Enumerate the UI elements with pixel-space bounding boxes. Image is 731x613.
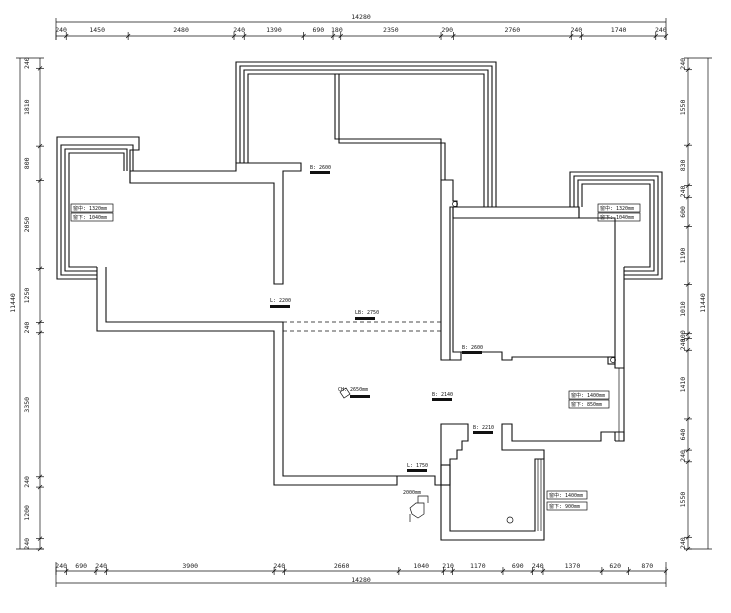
window-right-label-2: 窗下: 1040mm bbox=[600, 214, 634, 221]
water-heater-icon bbox=[409, 495, 429, 519]
top-dim-9: 2760 bbox=[504, 26, 520, 34]
window-left-label-2: 窗下: 1040mm bbox=[73, 214, 107, 221]
window-bot-label-1: 窗中: 1400mm bbox=[549, 492, 583, 499]
bottom-dim-9: 690 bbox=[512, 562, 524, 570]
window-right-label-1: 窗中: 1320mm bbox=[600, 205, 634, 212]
ceiling-fixture-icon bbox=[339, 387, 351, 399]
window-mid-label-2: 窗下: 850mm bbox=[571, 401, 602, 408]
ceiling-label: CH: 2650mm bbox=[338, 387, 368, 393]
right-dim-6: 1010 bbox=[679, 301, 687, 317]
bottom-dim-8: 1170 bbox=[470, 562, 486, 570]
beam-top-label: B: 2600 bbox=[310, 165, 331, 171]
walls bbox=[56, 61, 663, 541]
beam-bottom-label: L: 1750 bbox=[407, 463, 428, 469]
pipe-icon-2 bbox=[610, 357, 616, 363]
top-dim-12: 240 bbox=[655, 26, 667, 34]
right-dim-4: 600 bbox=[679, 206, 687, 218]
left-dim-2: 800 bbox=[23, 157, 31, 169]
left-dim-0: 240 bbox=[23, 57, 31, 69]
fixture-label: 2000mm bbox=[403, 490, 421, 496]
top-dim-4: 1390 bbox=[266, 26, 282, 34]
bottom-dim-1: 690 bbox=[75, 562, 87, 570]
top-dim-6: 180 bbox=[331, 26, 343, 34]
left-dim-7: 240 bbox=[23, 476, 31, 488]
top-dim-3: 240 bbox=[233, 26, 245, 34]
bottom-dim-6: 1040 bbox=[413, 562, 429, 570]
bottom-dim-10: 240 bbox=[532, 562, 544, 570]
beam-left-label: L: 2200 bbox=[270, 298, 291, 304]
bottom-dim-12: 620 bbox=[609, 562, 621, 570]
beam-lines bbox=[283, 321, 441, 332]
beam-mid-label: B: 2140 bbox=[432, 392, 453, 398]
bottom-dim-4: 240 bbox=[273, 562, 285, 570]
bottom-dim-0: 240 bbox=[55, 562, 67, 570]
top-dim-11: 1740 bbox=[611, 26, 627, 34]
right-dim-11: 240 bbox=[679, 450, 687, 462]
bottom-dim-13: 870 bbox=[641, 562, 653, 570]
left-dim-3: 2050 bbox=[23, 217, 31, 233]
left-dimension-chain: 11440 240 1810 800 2050 1250 240 3350 240 1200 24… bbox=[9, 57, 44, 552]
top-dim-5: 690 bbox=[312, 26, 324, 34]
right-dim-10: 640 bbox=[679, 429, 687, 441]
top-dimension-chain: 14280 240 1450 2480 240 1390 690 180 2350 290 276… bbox=[55, 13, 669, 40]
window-mid-label-1: 窗中: 1400mm bbox=[571, 392, 605, 399]
top-dim-7: 2350 bbox=[383, 26, 399, 34]
right-dim-2: 830 bbox=[679, 159, 687, 171]
window-bot-label-2: 窗下: 900mm bbox=[549, 503, 580, 510]
right-dim-1: 1550 bbox=[679, 100, 687, 116]
fixtures bbox=[339, 201, 616, 524]
left-dim-1: 1810 bbox=[23, 99, 31, 115]
beam-lower-label: B: 2210 bbox=[473, 425, 494, 431]
left-dim-6: 3350 bbox=[23, 397, 31, 413]
right-total-dim: 11440 bbox=[699, 293, 707, 313]
pipe-icon bbox=[452, 201, 458, 207]
top-total-dim: 14280 bbox=[351, 13, 371, 21]
left-dim-4: 1250 bbox=[23, 288, 31, 304]
top-dim-1: 1450 bbox=[89, 26, 105, 34]
annotations: 窗中: 1320mm 窗下: 1040mm 窗中: 1320mm 窗下: 104… bbox=[70, 165, 641, 511]
beam-center-label: LB: 2750 bbox=[355, 310, 379, 316]
right-dim-7: 100 bbox=[679, 330, 687, 342]
right-dim-13: 240 bbox=[679, 537, 687, 549]
beam-right-label: B: 2600 bbox=[462, 345, 483, 351]
left-dim-8: 1200 bbox=[23, 505, 31, 521]
right-dim-0: 240 bbox=[679, 58, 687, 70]
right-dim-12: 1550 bbox=[679, 492, 687, 508]
bottom-total-dim: 14280 bbox=[351, 576, 371, 584]
bottom-dim-7: 210 bbox=[442, 562, 454, 570]
bottom-dim-3: 3900 bbox=[182, 562, 198, 570]
bottom-dimension-chain: 14280 240 690 240 3900 240 2660 1040 210 1170 690… bbox=[55, 562, 669, 587]
left-dim-9: 240 bbox=[23, 538, 31, 550]
top-dim-8: 290 bbox=[441, 26, 453, 34]
right-dimension-chain: 11440 2401550830240600119010101002401410… bbox=[679, 57, 712, 552]
bottom-dim-5: 2660 bbox=[334, 562, 350, 570]
right-dim-3: 240 bbox=[679, 186, 687, 198]
right-dim-8: 240 bbox=[679, 338, 687, 350]
top-dim-2: 2480 bbox=[173, 26, 189, 34]
floor-drain-icon bbox=[506, 516, 514, 524]
left-total-dim: 11440 bbox=[9, 293, 17, 313]
right-dim-9: 1410 bbox=[679, 377, 687, 393]
right-dim-5: 1190 bbox=[679, 248, 687, 264]
window-left-label-1: 窗中: 1320mm bbox=[73, 205, 107, 212]
top-dim-10: 240 bbox=[570, 26, 582, 34]
left-dim-5: 240 bbox=[23, 322, 31, 334]
bottom-dim-2: 240 bbox=[95, 562, 107, 570]
bottom-dim-11: 1370 bbox=[565, 562, 581, 570]
top-dim-0: 240 bbox=[55, 26, 67, 34]
